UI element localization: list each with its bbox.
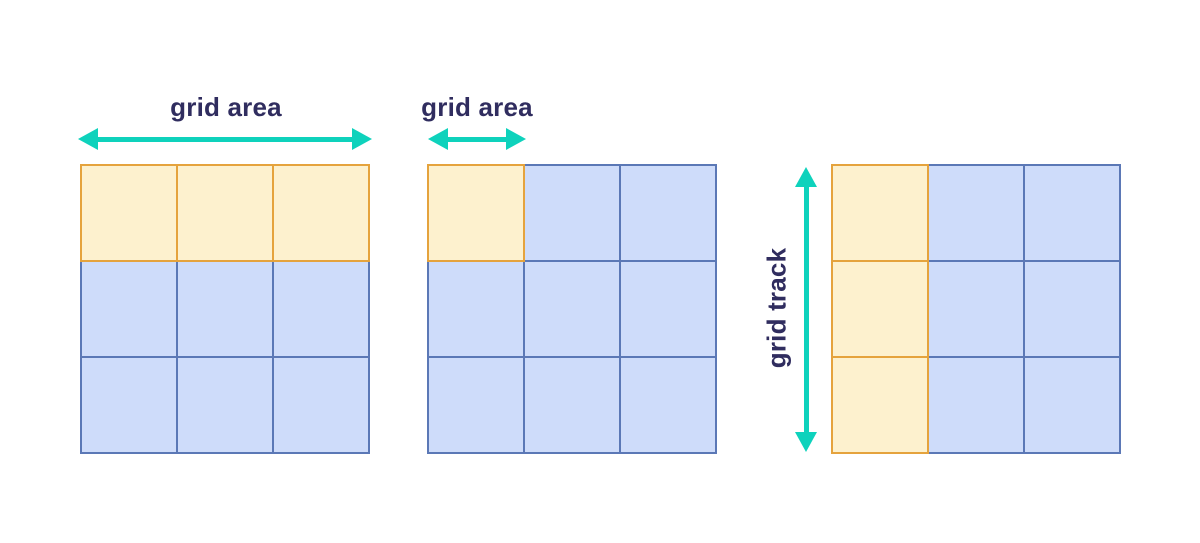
arrow-left-head-icon [78,128,98,150]
grid-cell-base [927,260,1025,358]
grid-cell-highlight [272,164,370,262]
grid-cell-base [619,356,717,454]
arrow-right-head-icon [352,128,372,150]
grid-cell-base [523,356,621,454]
arrow-shaft [98,136,352,142]
arrow-shaft [803,187,809,432]
grid-cell-base [927,356,1025,454]
grid-cell-base [80,260,178,358]
grid-area-label-1: grid area [170,92,282,122]
grid-left-column-highlighted [831,164,1121,454]
arrow-up-head-icon [795,167,817,187]
grid-cell-base [523,260,621,358]
grid-cell-base [80,356,178,454]
grid-cell-base [1023,164,1121,262]
grid-area-label-2: grid area [421,92,533,122]
grid-cell-base [619,260,717,358]
grid-cell-highlight [831,356,929,454]
grid-cell-highlight [831,260,929,358]
grid-area-width-arrow-1 [78,128,372,150]
grid-cell-base [927,164,1025,262]
grid-track-height-arrow [795,167,817,452]
grid-cell-base [1023,260,1121,358]
arrow-right-head-icon [506,128,526,150]
grid-cell-highlight [427,164,525,262]
grid-cell-base [427,356,525,454]
grid-cell-highlight [80,164,178,262]
grid-cell-base [523,164,621,262]
arrow-left-head-icon [428,128,448,150]
grid-cell-base [427,260,525,358]
grid-area-width-arrow-2 [428,128,526,150]
grid-cell-base [176,356,274,454]
grid-cell-base [272,260,370,358]
grid-top-row-highlighted [80,164,370,454]
grid-cell-base [1023,356,1121,454]
grid-cell-highlight [176,164,274,262]
grid-single-cell-highlighted [427,164,717,454]
arrow-down-head-icon [795,432,817,452]
grid-cell-base [619,164,717,262]
arrow-shaft [448,136,506,142]
grid-cell-highlight [831,164,929,262]
grid-track-label: grid track [761,247,792,369]
grid-cell-base [176,260,274,358]
grid-cell-base [272,356,370,454]
